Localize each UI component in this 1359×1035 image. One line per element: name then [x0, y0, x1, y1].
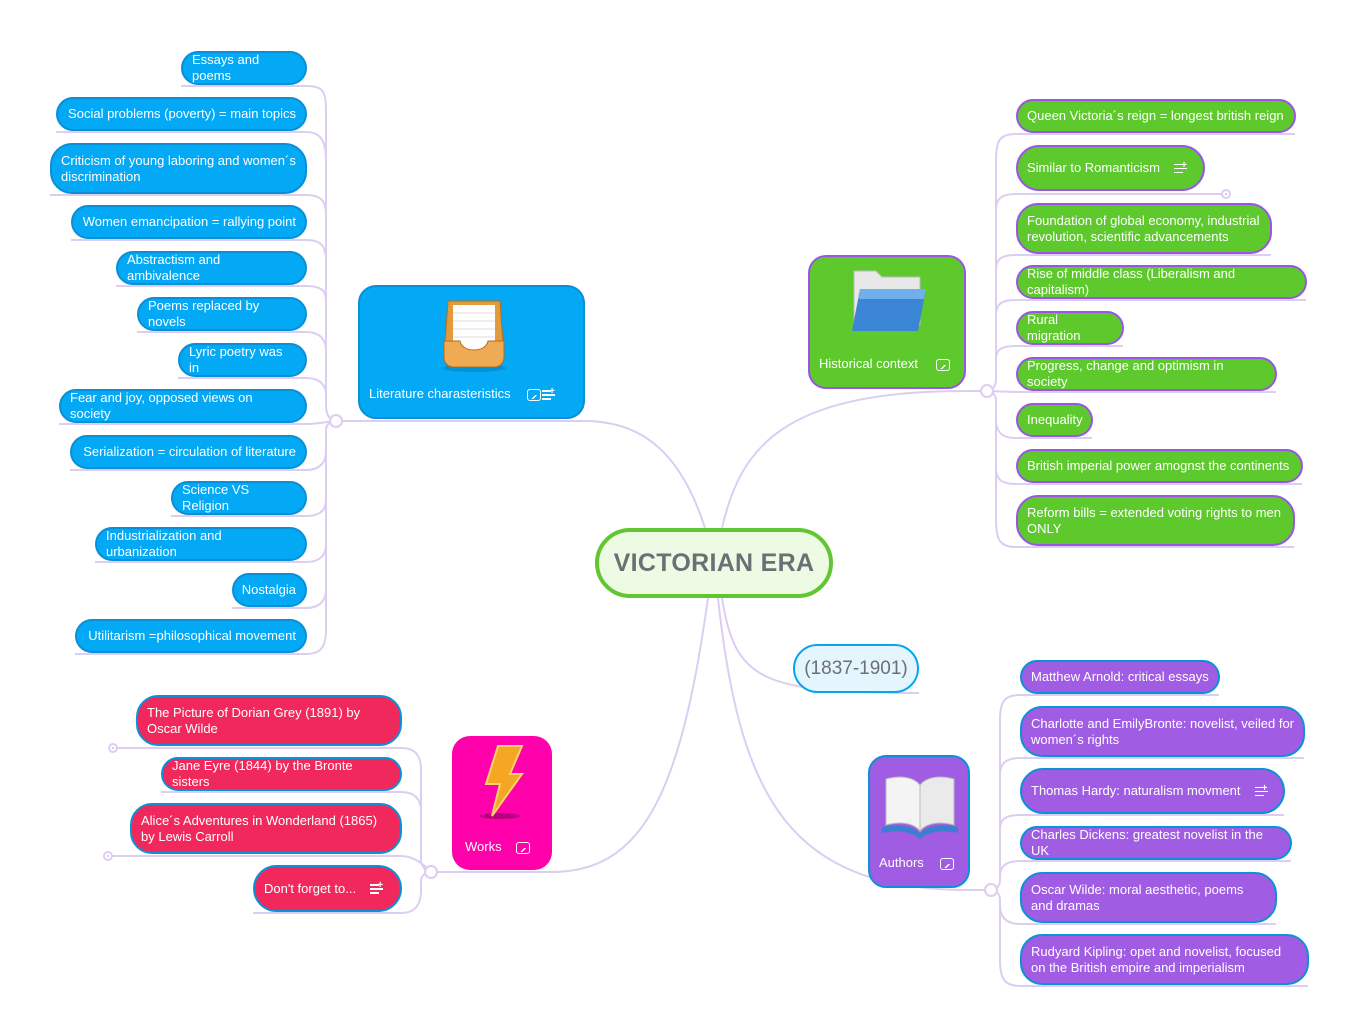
item-label: Thomas Hardy: naturalism movment — [1031, 783, 1241, 798]
item-label: Criticism of young laboring and women´s … — [61, 152, 296, 184]
item-label: Progress, change and optimism in society — [1027, 358, 1224, 389]
item-label: Rural migration — [1027, 312, 1081, 343]
image-icon[interactable] — [936, 359, 950, 371]
item-label: Charlotte and EmilyBronte: novelist, vei… — [1031, 715, 1295, 747]
list-item[interactable]: Fear and joy, opposed views on society — [59, 389, 307, 423]
list-item[interactable]: Thomas Hardy: naturalism movment + — [1020, 768, 1285, 814]
item-label: Fear and joy, opposed views on society — [70, 390, 253, 421]
historical-context-node[interactable]: Historical context — [808, 255, 966, 389]
item-label: Science VS Religion — [182, 482, 250, 513]
lightning-icon — [480, 745, 524, 819]
add-note-icon[interactable]: + — [370, 881, 384, 894]
item-label: British imperial power amognst the conti… — [1027, 458, 1290, 473]
list-item[interactable]: Abstractism and ambivalence — [116, 251, 307, 285]
list-item[interactable]: Science VS Religion — [171, 481, 307, 515]
list-item[interactable]: Nostalgia — [232, 573, 307, 607]
item-label: Jane Eyre (1844) by the Bronte sisters — [172, 758, 353, 789]
date-range-label: (1837-1901) — [804, 657, 908, 679]
list-item[interactable]: Oscar Wilde: moral aesthetic, poems and … — [1020, 872, 1277, 923]
item-label: Charles Dickens: greatest novelist in th… — [1031, 827, 1263, 858]
list-item[interactable]: Reform bills = extended voting rights to… — [1016, 495, 1295, 546]
item-label: Utilitarism =philosophical movement — [88, 628, 296, 643]
item-label: Reform bills = extended voting rights to… — [1027, 504, 1281, 536]
image-icon[interactable] — [527, 389, 541, 401]
item-label: Similar to Romanticism — [1027, 160, 1160, 175]
node-label: Works — [465, 839, 502, 854]
item-label: Essays and poems — [192, 52, 260, 83]
item-label: Industrialization and urbanization — [106, 528, 222, 559]
list-item[interactable]: Social problems (poverty) = main topics — [56, 97, 307, 131]
item-label: Rise of middle class (Liberalism and cap… — [1027, 266, 1236, 297]
book-icon — [882, 776, 958, 839]
list-item[interactable]: Similar to Romanticism + — [1016, 145, 1205, 191]
item-label: Poems replaced by novels — [148, 298, 260, 329]
item-label: Foundation of global economy, industrial… — [1027, 212, 1260, 244]
list-item[interactable]: The Picture of Dorian Grey (1891) by Osc… — [136, 695, 402, 746]
central-topic[interactable]: VICTORIAN ERA — [595, 528, 833, 598]
list-item[interactable]: Inequality — [1016, 403, 1093, 437]
item-label: Serialization = circulation of literatur… — [83, 444, 296, 459]
works-node[interactable]: Works — [452, 736, 552, 870]
item-label: Don't forget to... — [264, 880, 357, 896]
list-item[interactable]: Charlotte and EmilyBronte: novelist, vei… — [1020, 706, 1305, 757]
central-topic-label: VICTORIAN ERA — [613, 548, 815, 577]
list-item[interactable]: Queen Victoria´s reign = longest british… — [1016, 99, 1296, 133]
item-label: Nostalgia — [241, 582, 296, 597]
list-item[interactable]: Progress, change and optimism in society — [1016, 357, 1277, 391]
date-range-node[interactable]: (1837-1901) — [793, 644, 919, 693]
list-item[interactable]: Rudyard Kipling: opet and novelist, focu… — [1020, 934, 1309, 985]
inbox-tray-icon — [442, 300, 506, 372]
folder-icon — [852, 270, 926, 331]
list-item[interactable]: Don't forget to... + — [253, 865, 402, 912]
list-item[interactable]: Essays and poems — [181, 51, 307, 85]
image-icon[interactable] — [940, 858, 954, 870]
list-item[interactable]: Lyric poetry was in — [178, 343, 307, 377]
list-item[interactable]: Alice´s Adventures in Wonderland (1865) … — [130, 803, 402, 854]
item-label: Alice´s Adventures in Wonderland (1865) … — [141, 812, 378, 844]
list-item[interactable]: Charles Dickens: greatest novelist in th… — [1020, 826, 1292, 860]
node-label: Authors — [879, 855, 924, 870]
list-item[interactable]: Criticism of young laboring and women´s … — [50, 143, 307, 194]
item-label: Rudyard Kipling: opet and novelist, focu… — [1031, 943, 1282, 975]
authors-node[interactable]: Authors — [868, 755, 970, 888]
collapse-marker[interactable] — [103, 851, 113, 861]
add-note-icon[interactable]: + — [1254, 783, 1268, 797]
add-note-icon[interactable]: + — [542, 387, 555, 400]
list-item[interactable]: Rise of middle class (Liberalism and cap… — [1016, 265, 1307, 299]
add-note-icon[interactable]: + — [1173, 160, 1187, 174]
item-label: Oscar Wilde: moral aesthetic, poems and … — [1031, 881, 1244, 913]
item-label: Queen Victoria´s reign = longest british… — [1027, 108, 1284, 123]
list-item[interactable]: Women emancipation = rallying point — [71, 205, 307, 239]
list-item[interactable]: Serialization = circulation of literatur… — [70, 435, 307, 469]
item-label: Inequality — [1027, 412, 1083, 427]
literature-characteristics-node[interactable]: Literature charasteristics + — [358, 285, 585, 419]
list-item[interactable]: British imperial power amognst the conti… — [1016, 449, 1303, 483]
list-item[interactable]: Poems replaced by novels — [137, 297, 307, 331]
list-item[interactable]: Rural migration — [1016, 311, 1124, 345]
item-label: Matthew Arnold: critical essays — [1031, 669, 1209, 684]
collapse-marker[interactable] — [1221, 189, 1231, 199]
item-label: Lyric poetry was in — [189, 344, 283, 375]
item-label: Abstractism and ambivalence — [127, 252, 221, 283]
image-icon[interactable] — [516, 842, 530, 854]
list-item[interactable]: Matthew Arnold: critical essays — [1020, 660, 1220, 694]
item-label: The Picture of Dorian Grey (1891) by Osc… — [147, 704, 361, 736]
item-label: Women emancipation = rallying point — [82, 214, 296, 229]
list-item[interactable]: Utilitarism =philosophical movement — [75, 619, 307, 653]
node-label: Historical context — [819, 356, 918, 371]
list-item[interactable]: Industrialization and urbanization — [95, 527, 307, 561]
list-item[interactable]: Foundation of global economy, industrial… — [1016, 203, 1272, 254]
collapse-marker[interactable] — [108, 743, 118, 753]
list-item[interactable]: Jane Eyre (1844) by the Bronte sisters — [161, 757, 402, 791]
item-label: Social problems (poverty) = main topics — [68, 106, 296, 121]
node-label: Literature charasteristics — [369, 386, 511, 401]
